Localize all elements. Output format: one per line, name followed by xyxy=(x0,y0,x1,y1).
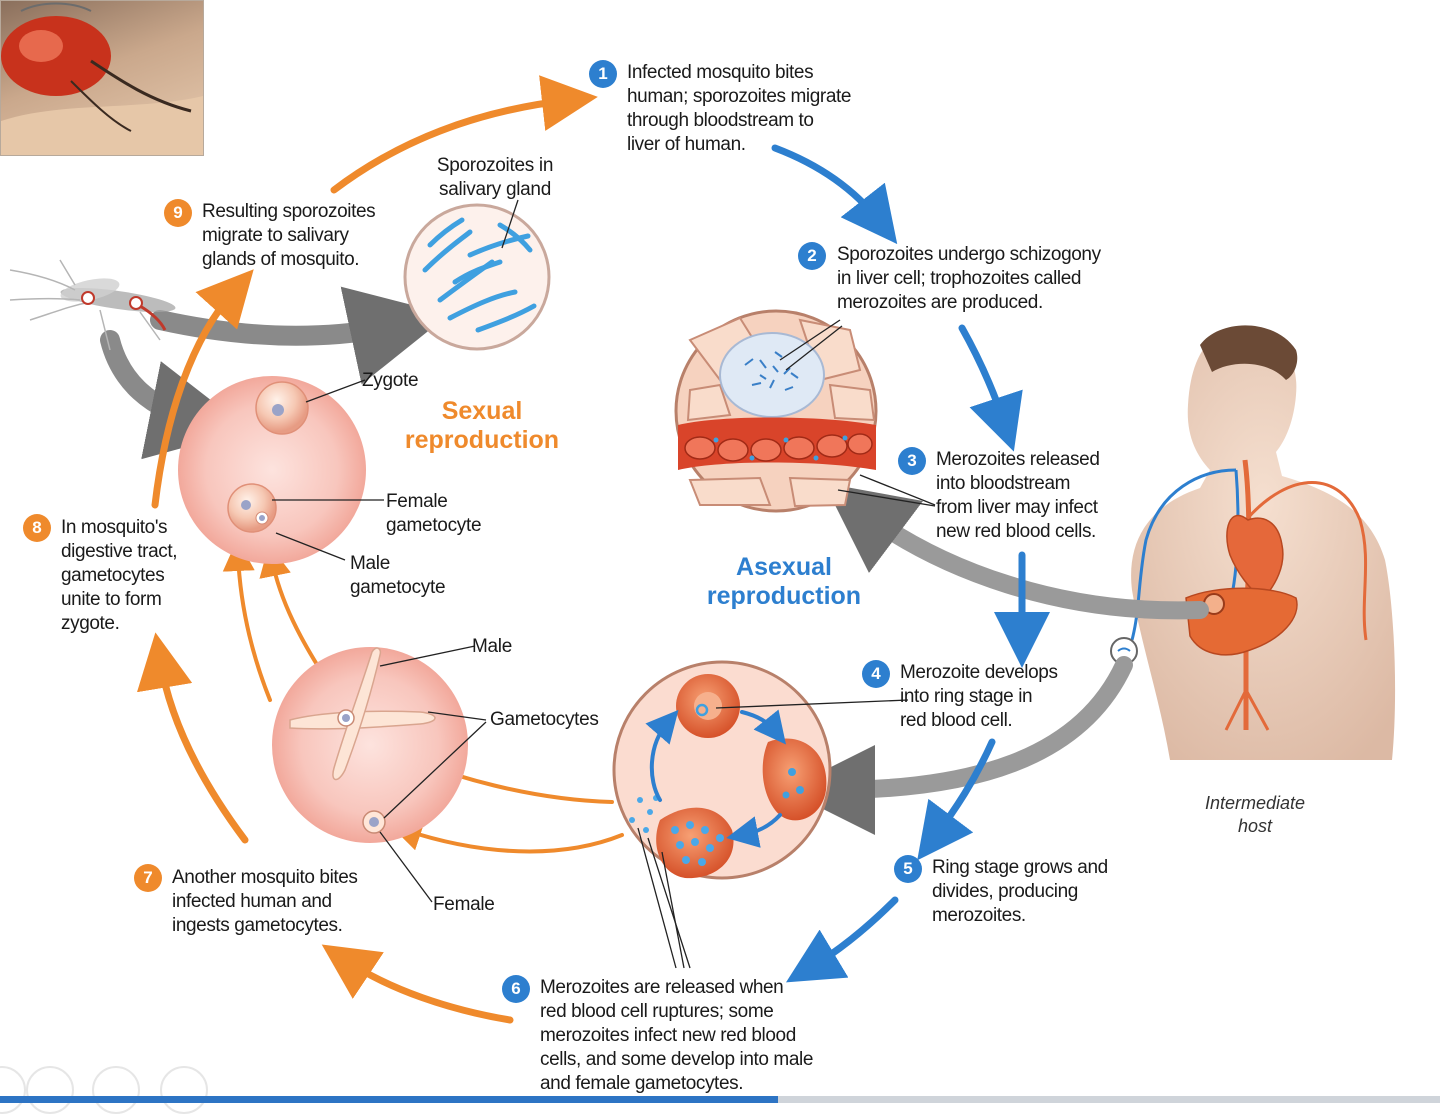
female-gametocyte-label-line: gametocyte xyxy=(386,515,482,536)
mosquito-photo-art xyxy=(1,2,203,155)
step-7-line: Another mosquito bites xyxy=(172,867,358,888)
gametocytes-circle xyxy=(272,647,468,843)
step-2-line: in liver cell; trophozoites called xyxy=(837,268,1082,289)
liver-cell-circle xyxy=(674,309,878,513)
step-2-line: merozoites are produced. xyxy=(837,292,1043,313)
step-7-text: Another mosquito bites infected human an… xyxy=(172,866,402,938)
mosquito-photo xyxy=(0,0,204,156)
male-gametocyte-label: Male gametocyte xyxy=(350,552,446,600)
step-1-line: through bloodstream to xyxy=(627,110,814,131)
leader-lines xyxy=(272,199,936,969)
zygote-circle xyxy=(178,376,366,564)
male-gametocyte-label-line: Male xyxy=(350,553,390,574)
step-3-line: into bloodstream xyxy=(936,473,1071,494)
gametocytes-label: Gametocytes xyxy=(490,709,599,730)
sporozoites-label-line: Sporozoites in xyxy=(436,155,554,176)
step-8-line: In mosquito's xyxy=(61,517,168,538)
step-6-line: and female gametocytes. xyxy=(540,1073,744,1094)
step-1-line: liver of human. xyxy=(627,134,746,155)
step-8-line: zygote. xyxy=(61,613,120,634)
sexual-reproduction-title: Sexual reproduction xyxy=(392,397,572,455)
red-blood-cell-circle xyxy=(612,660,832,880)
sexual-title-line: reproduction xyxy=(404,426,560,454)
presentation-control[interactable] xyxy=(160,1066,208,1114)
step-7-line: infected human and xyxy=(172,891,332,912)
step-8-line: digestive tract, xyxy=(61,541,178,562)
step-7-badge: 7 xyxy=(134,864,162,892)
host-label-line: host xyxy=(1237,816,1273,836)
presentation-control[interactable] xyxy=(92,1066,140,1114)
step-6-badge: 6 xyxy=(502,975,530,1003)
female-gametocyte-label: Female gametocyte xyxy=(386,490,482,538)
step-3-badge: 3 xyxy=(898,447,926,475)
presentation-progress-bar[interactable] xyxy=(0,1096,1440,1103)
step-2-badge: 2 xyxy=(798,242,826,270)
step-8-line: gametocytes xyxy=(61,565,165,586)
asexual-reproduction-title: Asexual reproduction xyxy=(694,553,874,611)
step-8-text: In mosquito's digestive tract, gametocyt… xyxy=(61,516,211,636)
host-transfer-arrows xyxy=(100,286,1209,835)
step-8-badge: 8 xyxy=(23,514,51,542)
step-5-line: Ring stage grows and xyxy=(932,857,1108,878)
step-1-badge: 1 xyxy=(589,60,617,88)
step-4-badge: 4 xyxy=(862,660,890,688)
step-5-line: divides, producing xyxy=(932,881,1078,902)
mosquito-illustration xyxy=(9,259,176,351)
step-4-line: into ring stage in xyxy=(900,686,1033,707)
step-6-text: Merozoites are released when red blood c… xyxy=(540,976,870,1096)
step-2-text: Sporozoites undergo schizogony in liver … xyxy=(837,243,1157,315)
intermediate-host-label: Intermediate host xyxy=(1190,792,1320,838)
asexual-title-line: reproduction xyxy=(706,582,862,610)
progress-fill xyxy=(0,1096,778,1103)
sporozoites-label-line: salivary gland xyxy=(439,179,551,200)
zygote-label: Zygote xyxy=(362,370,419,391)
salivary-gland-circle xyxy=(403,203,551,351)
step-6-line: cells, and some develop into male xyxy=(540,1049,814,1070)
step-5-line: merozoites. xyxy=(932,905,1026,926)
step-1-text: Infected mosquito bites human; sporozoit… xyxy=(627,61,907,157)
step-9-text: Resulting sporozoites migrate to salivar… xyxy=(202,200,422,272)
step-4-line: red blood cell. xyxy=(900,710,1013,731)
host-label-line: Intermediate xyxy=(1204,793,1306,813)
step-3-text: Merozoites released into bloodstream fro… xyxy=(936,448,1156,544)
step-3-line: from liver may infect xyxy=(936,497,1098,518)
step-8-line: unite to form xyxy=(61,589,162,610)
sexual-title-line: Sexual xyxy=(441,397,523,425)
presentation-control[interactable] xyxy=(26,1066,74,1114)
step-9-line: Resulting sporozoites xyxy=(202,201,376,222)
step-9-line: migrate to salivary xyxy=(202,225,349,246)
step-6-line: Merozoites are released when xyxy=(540,977,784,998)
female-gametocyte-label-line: Female xyxy=(386,491,448,512)
step-6-line: red blood cell ruptures; some xyxy=(540,1001,774,1022)
step-6-line: merozoites infect new red blood xyxy=(540,1025,796,1046)
step-3-line: new red blood cells. xyxy=(936,521,1096,542)
male-gametocyte-label-line: gametocyte xyxy=(350,577,446,598)
asexual-title-line: Asexual xyxy=(736,553,832,581)
step-1-line: human; sporozoites migrate xyxy=(627,86,852,107)
step-3-line: Merozoites released xyxy=(936,449,1100,470)
step-2-line: Sporozoites undergo schizogony xyxy=(837,244,1101,265)
sporozoites-label: Sporozoites in salivary gland xyxy=(420,154,570,202)
female-label: Female xyxy=(433,894,495,915)
step-9-line: glands of mosquito. xyxy=(202,249,360,270)
step-1-line: Infected mosquito bites xyxy=(627,62,814,83)
step-4-line: Merozoite develops xyxy=(900,662,1058,683)
step-5-text: Ring stage grows and divides, producing … xyxy=(932,856,1142,928)
step-5-badge: 5 xyxy=(894,855,922,883)
asexual-cycle-arrows xyxy=(771,144,1050,983)
step-7-line: ingests gametocytes. xyxy=(172,915,343,936)
step-4-text: Merozoite develops into ring stage in re… xyxy=(900,661,1100,733)
human-host-illustration xyxy=(1110,325,1396,760)
step-9-badge: 9 xyxy=(164,199,192,227)
male-label: Male xyxy=(472,636,512,657)
